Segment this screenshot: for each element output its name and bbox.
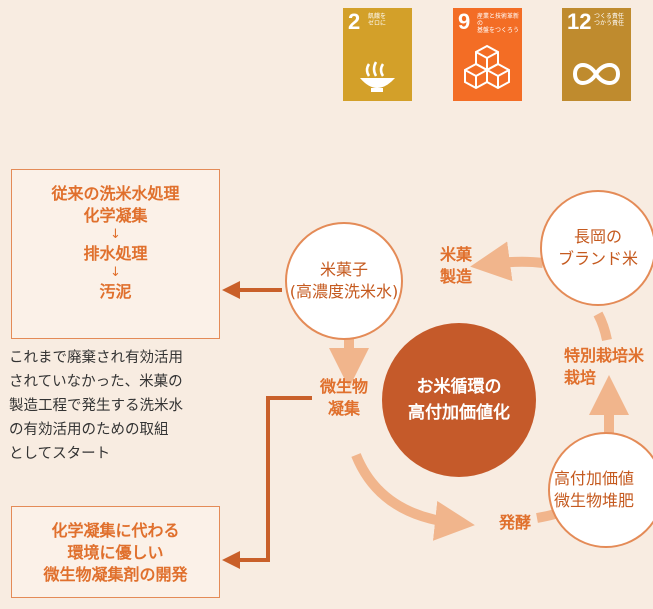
- arrow-flocculation-to-fermentation: [351, 453, 475, 541]
- conventional-step-wastewater: 排水処理: [83, 244, 148, 263]
- background-note: これまで廃棄され有効活用 されていなかった、米菓の 製造工程で発生する洗米水 の…: [9, 350, 183, 462]
- conventional-step-chemical-flocculation: 化学凝集: [83, 206, 148, 225]
- sdg-goal-12-number: 12: [567, 9, 592, 34]
- sdg-goal-9-badge: 9 産業と技術革新の 基盤をつくろう: [453, 8, 522, 101]
- down-arrow-icon: ↓: [110, 227, 121, 242]
- center-value-circle: お米循環の 高付加価値化: [382, 323, 536, 477]
- node-fertilizer: 高付加価値 微生物堆肥: [548, 432, 653, 548]
- sdg-goal-2-badge: 2 飢餓を ゼロに: [343, 8, 412, 101]
- node-rice-cracker: 米菓子 (高濃度洗米水): [285, 222, 403, 340]
- arrow-to-conventional-head: [222, 281, 240, 299]
- sdg-goal-2-number: 2: [348, 9, 361, 34]
- label-fermentation: 発酵: [499, 513, 532, 532]
- down-arrow-icon: ↓: [110, 265, 121, 280]
- sdg-goal-12-text: つくる責任 つかう責任: [594, 13, 625, 27]
- sdg-goal-9-number: 9: [458, 9, 471, 34]
- arrow-cultivation-to-nagaoka: [593, 311, 612, 342]
- connector-to-new-method-head: [222, 551, 240, 569]
- infinity-icon: [572, 63, 621, 85]
- arrow-nagaoka-to-cracker: [470, 241, 544, 282]
- connector-to-new-method: [240, 396, 312, 562]
- cubes-icon: [464, 44, 510, 90]
- new-method-box: 化学凝集に代わる 環境に優しい 微生物凝集剤の開発: [11, 506, 220, 598]
- conventional-step-sludge: 汚泥: [99, 282, 132, 301]
- sdg-goal-2-text: 飢餓を ゼロに: [368, 13, 387, 27]
- label-cultivation: 特別栽培米 栽培: [564, 346, 645, 387]
- conventional-title: 従来の洗米水処理: [51, 184, 180, 203]
- label-flocculation: 微生物 凝集: [320, 377, 369, 418]
- label-manufacture: 米菓 製造: [440, 245, 473, 286]
- node-nagaoka-brand-rice: 長岡の ブランド米: [540, 190, 653, 306]
- arrow-fermentation-to-fertilizer: [536, 509, 557, 523]
- food-bowl-icon: [360, 61, 395, 92]
- sdg-goal-12-badge: 12 つくる責任 つかう責任: [562, 8, 631, 101]
- conventional-treatment-box: 従来の洗米水処理 化学凝集 ↓ 排水処理 ↓ 汚泥: [11, 169, 220, 339]
- new-method-text: 化学凝集に代わる 環境に優しい 微生物凝集剤の開発: [43, 521, 188, 584]
- sdg-goal-9-text: 産業と技術革新の 基盤をつくろう: [477, 13, 520, 34]
